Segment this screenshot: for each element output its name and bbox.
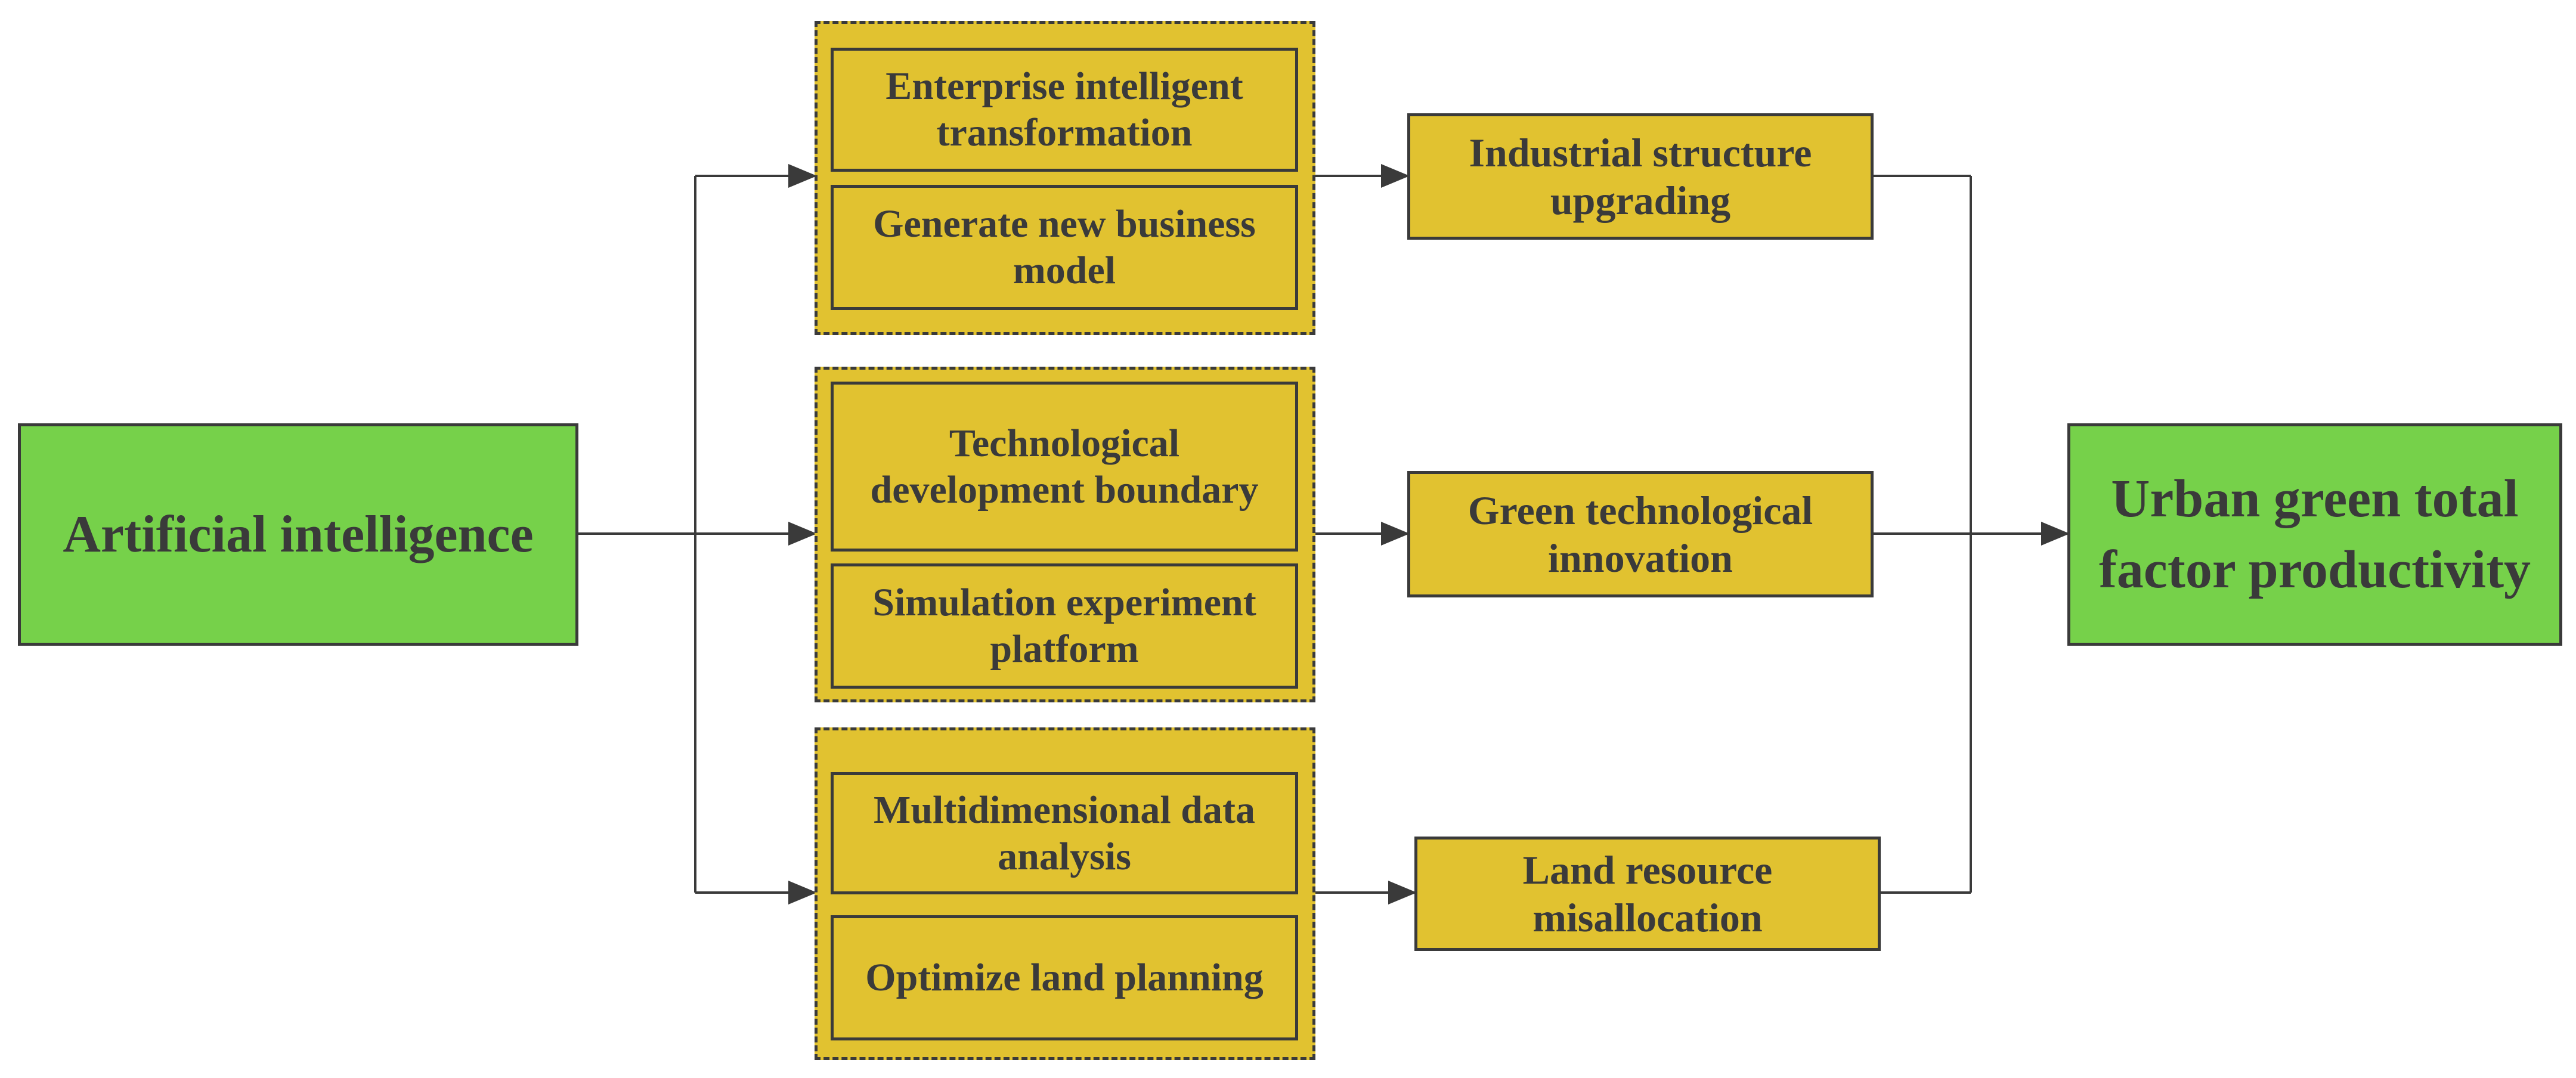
group-1-item-1: Enterprise intelligent transformation: [831, 48, 1298, 172]
mediator-green-innovation: Green technological innovation: [1407, 471, 1874, 597]
target-node: Urban green total factor productivity: [2067, 423, 2562, 646]
group-1-item-2: Generate new business model: [831, 185, 1298, 310]
group-3-item-1: Multidimensional data analysis: [831, 772, 1298, 894]
group-2-item-2: Simulation experiment platform: [831, 563, 1298, 689]
mediator-land-misallocation: Land resource misallocation: [1414, 837, 1881, 951]
source-node: Artificial intelligence: [18, 423, 578, 646]
source-node-label: Artificial intelligence: [63, 505, 534, 563]
target-node-label: Urban green total factor productivity: [2098, 469, 2531, 599]
group-2-item-1: Technological development boundary: [831, 382, 1298, 552]
mediator-industrial-structure: Industrial structure upgrading: [1407, 113, 1874, 240]
group-3-item-2: Optimize land planning: [831, 915, 1298, 1040]
